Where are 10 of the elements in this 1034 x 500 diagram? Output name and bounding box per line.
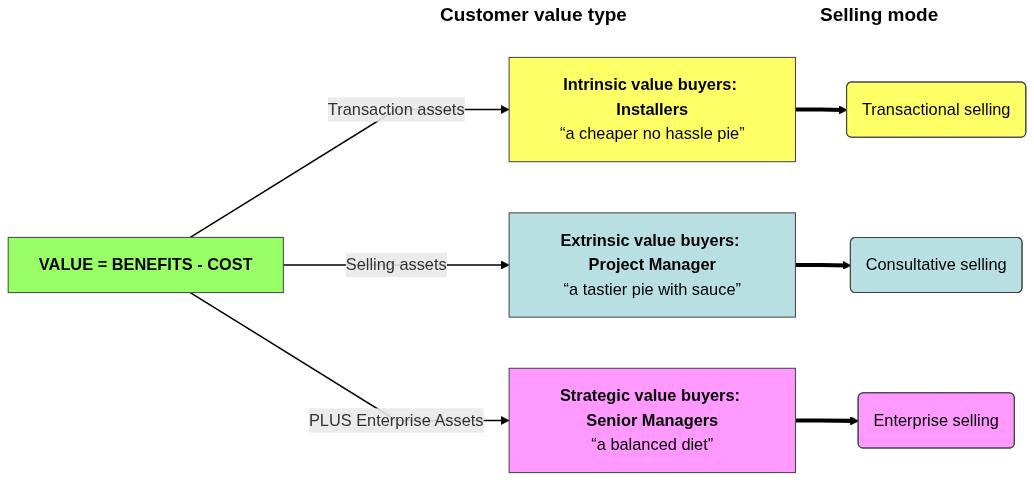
edge-label: Transaction assets	[327, 100, 465, 118]
node-box: Extrinsic value buyers: Project Manager “a tastier pie with sauce”	[508, 212, 796, 318]
column-heading: Selling mode	[820, 4, 939, 26]
arrow	[795, 416, 859, 426]
node-box: Strategic value buyers: Senior Managers “a balanced diet”	[508, 367, 796, 474]
edge-label: Selling assets	[345, 255, 447, 274]
column-heading: Customer value type	[440, 4, 627, 26]
node-box: Intrinsic value buyers: Installers “a cheaper no hassle pie”	[508, 56, 796, 163]
edge-label: PLUS Enterprise Assets	[308, 411, 484, 429]
node-box: VALUE = BENEFITS - COST	[7, 236, 284, 294]
